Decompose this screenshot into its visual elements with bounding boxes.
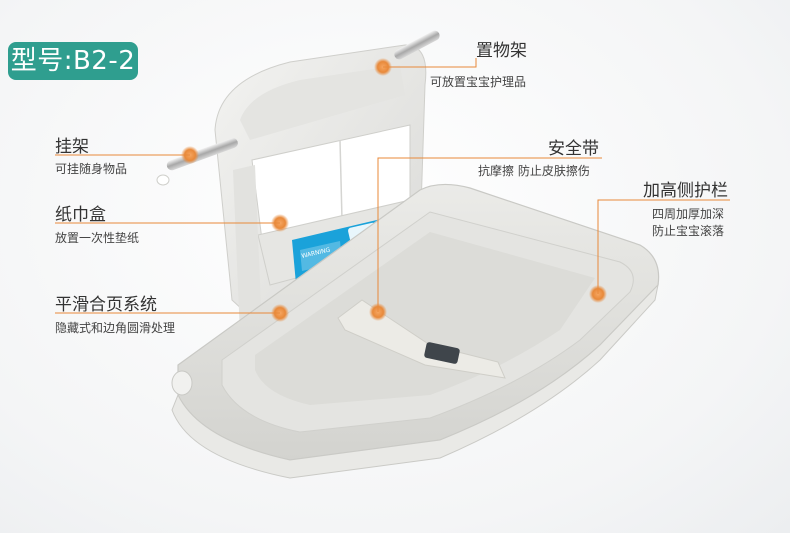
shelf-leader — [383, 58, 477, 68]
hanger-title: 挂架 — [55, 137, 89, 157]
hinge-title: 平滑合页系统 — [55, 295, 157, 315]
rail-title: 加高侧护栏 — [643, 181, 728, 201]
hanger-rod — [166, 138, 238, 171]
warning-label-text: WARNING — [301, 246, 331, 259]
safety-leader — [377, 157, 602, 312]
rail-leader — [597, 199, 730, 294]
rail-subtitle-line-2: 防止宝宝滚落 — [652, 224, 725, 238]
hanger-subtitle: 可挂随身物品 — [55, 162, 128, 176]
tissue-subtitle: 放置一次性垫纸 — [55, 231, 140, 245]
model-badge: 型号:B2-2 — [8, 42, 138, 80]
shelf-subtitle: 可放置宝宝护理品 — [430, 75, 527, 89]
tissue-title: 纸巾盒 — [55, 205, 106, 225]
safety-title: 安全带 — [548, 139, 599, 159]
shelf-title: 置物架 — [476, 41, 527, 61]
safety-subtitle: 抗摩擦 防止皮肤擦伤 — [478, 164, 590, 178]
hinge-subtitle: 隐藏式和边角圆滑处理 — [55, 321, 176, 335]
rail-subtitle-line-1: 四周加厚加深 — [652, 207, 725, 221]
strap-buckle — [424, 342, 460, 364]
shelf-rod — [394, 30, 440, 60]
